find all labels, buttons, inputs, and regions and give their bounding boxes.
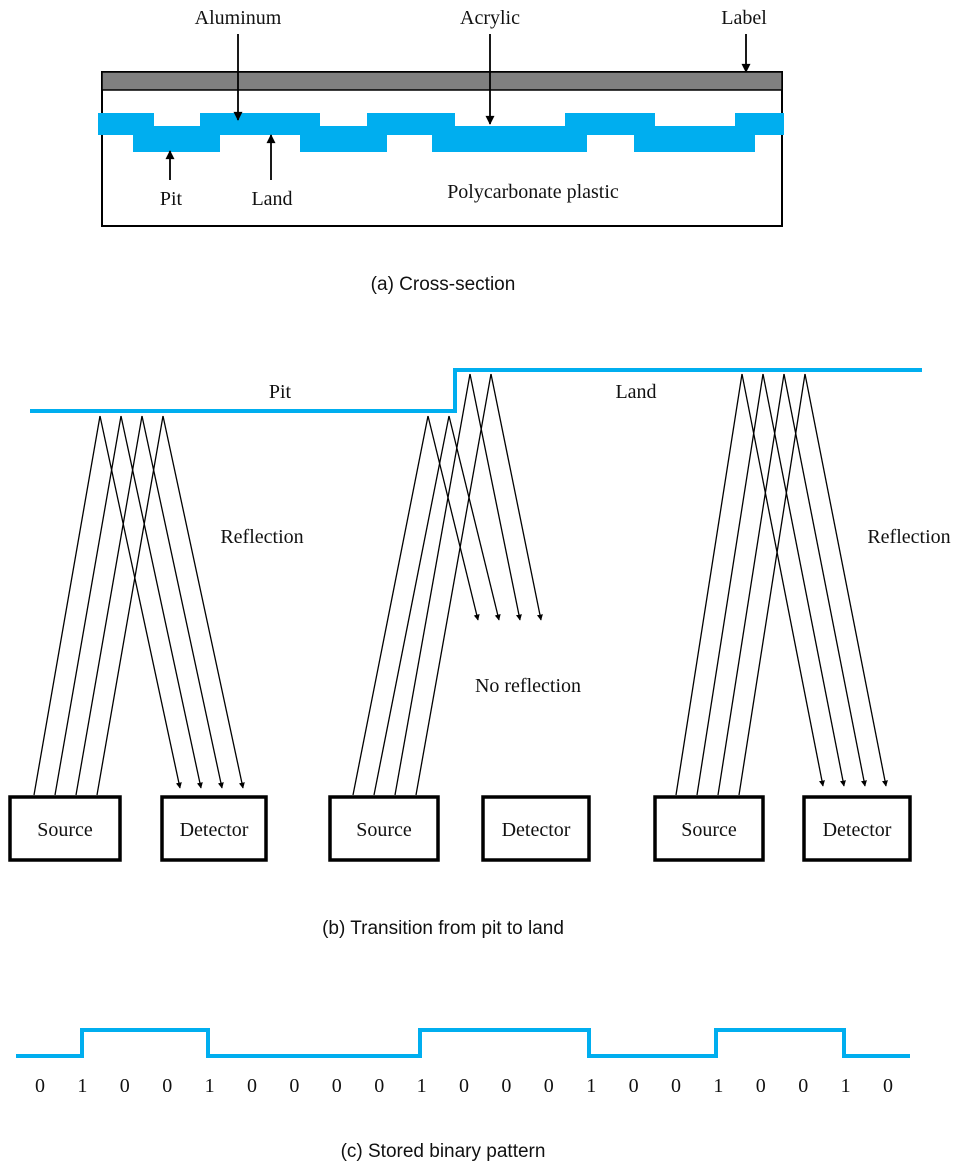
caption-c: (c) Stored binary pattern [341, 1141, 546, 1162]
bit-digit: 0 [629, 1075, 639, 1097]
incident-ray [738, 373, 806, 796]
reflected-ray [762, 373, 846, 787]
bit-digit: 0 [35, 1075, 45, 1097]
detector-label: Detector [502, 819, 571, 841]
bit-digit: 0 [332, 1075, 342, 1097]
scattered-ray [427, 415, 480, 621]
bits-row: 0 1 0 0 1 0 0 0 0 1 0 0 0 1 0 0 1 0 0 1 0 [35, 1075, 893, 1097]
bit-digit: 1 [586, 1075, 596, 1097]
cross-section-panel: Aluminum Acrylic Label Pit Land Polycarb… [98, 7, 784, 295]
bit-digit: 1 [205, 1075, 215, 1097]
bit-digit: 1 [713, 1075, 723, 1097]
source-label: Source [356, 819, 412, 841]
reflected-ray [120, 415, 203, 789]
bit-digit: 0 [247, 1075, 257, 1097]
bit-digit: 0 [374, 1075, 384, 1097]
reflection-right-label: Reflection [867, 526, 950, 548]
no-reflection-label: No reflection [475, 675, 581, 697]
bit-digit: 0 [544, 1075, 554, 1097]
label-layer [101, 71, 783, 91]
source-box [8, 795, 122, 862]
detector-box [160, 795, 268, 862]
pit-label: Pit [160, 188, 183, 210]
scattered-ray [490, 373, 543, 621]
source-label: Source [37, 819, 93, 841]
source-box [328, 795, 440, 862]
bit-digit: 0 [162, 1075, 172, 1097]
incident-ray [717, 373, 785, 796]
caption-a: (a) Cross-section [371, 274, 516, 295]
incident-ray [373, 415, 450, 796]
aluminum-label: Aluminum [195, 7, 282, 29]
incident-ray [352, 415, 429, 796]
bit-digit: 0 [289, 1075, 299, 1097]
transition-panel: Pit Land Reflection Reflection No reflec… [8, 368, 951, 939]
bit-digit: 0 [756, 1075, 766, 1097]
polycarbonate-label: Polycarbonate plastic [447, 181, 619, 203]
beam-group-1: Source Detector [8, 415, 268, 862]
acrylic-label: Acrylic [460, 7, 520, 29]
source-box [653, 795, 765, 862]
bit-digit: 1 [77, 1075, 87, 1097]
detector-box [481, 795, 591, 862]
binary-waveform [16, 1028, 910, 1058]
surface-land-label: Land [615, 381, 656, 403]
reflected-ray [141, 415, 224, 789]
incident-ray [675, 373, 743, 796]
detector-label: Detector [180, 819, 249, 841]
bit-digit: 1 [417, 1075, 427, 1097]
reflection-left-label: Reflection [220, 526, 303, 548]
incident-ray [415, 373, 492, 796]
binary-pattern-panel: 0 1 0 0 1 0 0 0 0 1 0 0 0 1 0 0 1 0 0 1 0 (c) Stored binary … [16, 1028, 910, 1162]
detector-label: Detector [823, 819, 892, 841]
label-label: Label [721, 7, 767, 29]
detector-box [802, 795, 912, 862]
land-label: Land [251, 188, 292, 210]
incident-ray [33, 415, 101, 796]
incident-ray [696, 373, 764, 796]
caption-b: (b) Transition from pit to land [322, 918, 564, 939]
bit-digit: 0 [883, 1075, 893, 1097]
incident-ray [54, 415, 122, 796]
surface-pit-label: Pit [269, 381, 292, 403]
bit-digit: 0 [798, 1075, 808, 1097]
aluminum-pit-land-layer [98, 113, 784, 152]
incident-ray [96, 415, 164, 796]
bit-digit: 0 [120, 1075, 130, 1097]
beam-group-2: Source Detector [328, 373, 591, 862]
scattered-ray [469, 373, 522, 621]
scattered-ray [448, 415, 501, 621]
incident-ray [394, 373, 471, 796]
bit-digit: 0 [671, 1075, 681, 1097]
reflected-ray [783, 373, 867, 787]
reflected-ray [99, 415, 182, 789]
bit-digit: 1 [841, 1075, 851, 1097]
reflected-ray [741, 373, 825, 787]
reflected-ray [804, 373, 888, 787]
pit-land-surface [30, 368, 922, 413]
reflected-ray [162, 415, 245, 789]
bit-digit: 0 [459, 1075, 469, 1097]
bit-digit: 0 [501, 1075, 511, 1097]
source-label: Source [681, 819, 737, 841]
incident-ray [75, 415, 143, 796]
beam-group-3: Source Detector [653, 373, 912, 862]
